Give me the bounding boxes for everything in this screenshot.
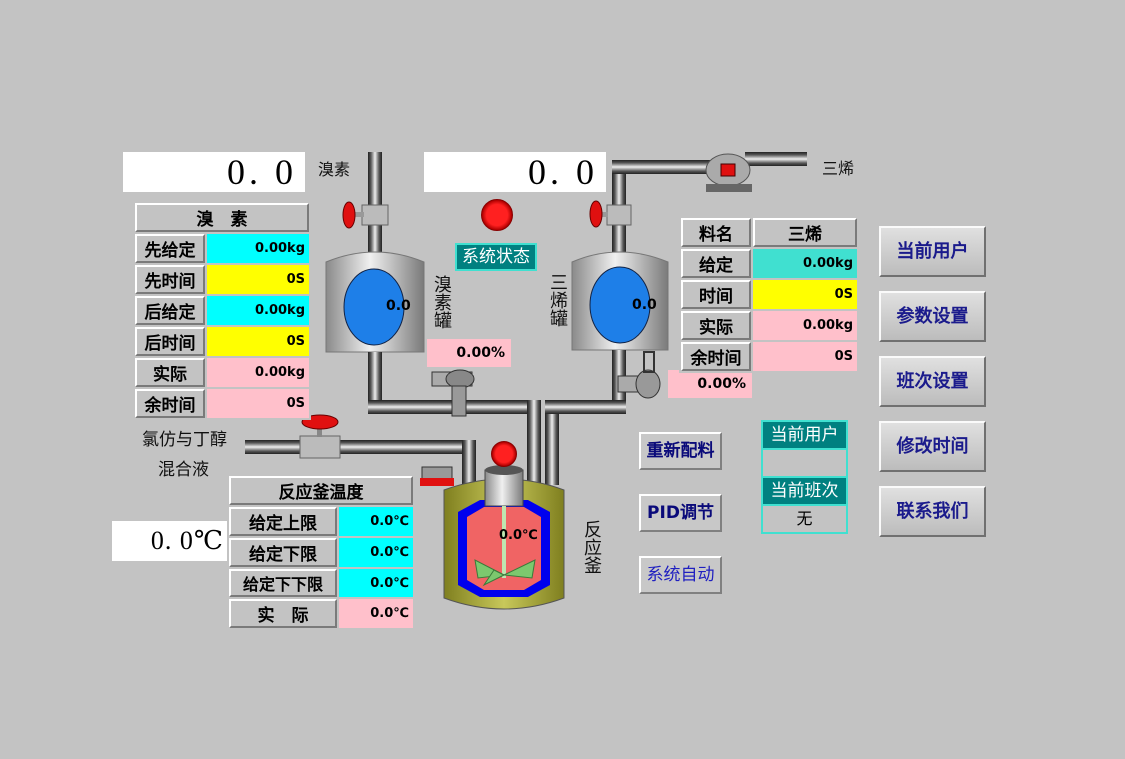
material-name-label: 料名 xyxy=(681,218,751,247)
bromine-valve-icon xyxy=(342,201,389,229)
bromine-table-title: 溴 素 xyxy=(135,203,309,232)
current-info-panel: 当前用户 当前班次 无 xyxy=(761,420,848,534)
table-row: 给定下下限 0.0℃ xyxy=(229,569,413,597)
mixture-label-line1: 氯仿与丁醇 xyxy=(142,430,227,450)
bromine-tank-level: 0.0 xyxy=(386,298,411,314)
system-status-light xyxy=(481,199,513,231)
table-row: 实际 0.00kg xyxy=(135,358,309,387)
reactor-actual-temp: 0.0℃ xyxy=(339,599,413,628)
triene-valve-icon xyxy=(589,200,632,228)
triene-pump-icon xyxy=(705,153,752,192)
row-label: 实际 xyxy=(135,358,205,387)
triene-remaining-time: 0S xyxy=(753,342,857,371)
triene-flow-percent: 0.00% xyxy=(668,370,752,398)
bromine-weight-display: 0. 0 xyxy=(123,152,305,192)
row-label: 给定 xyxy=(681,249,751,278)
temperature-sensor-icon xyxy=(420,466,454,486)
row-label: 余时间 xyxy=(681,342,751,371)
row-label: 先时间 xyxy=(135,265,205,294)
current-shift-value: 无 xyxy=(763,504,846,532)
table-row: 时间 0S xyxy=(681,280,857,309)
table-row: 先时间 0S xyxy=(135,265,309,294)
reactor-lower-limit[interactable]: 0.0℃ xyxy=(339,538,413,567)
triene-weight-display: 0. 0 xyxy=(424,152,606,192)
reactor-vessel xyxy=(443,465,565,610)
mixture-valve-icon xyxy=(299,414,341,459)
table-row: 余时间 0S xyxy=(681,342,857,371)
bromine-pipe-label: 溴素 xyxy=(318,160,351,179)
triene-tank-level: 0.0 xyxy=(632,297,657,313)
row-label: 实 际 xyxy=(229,599,337,628)
bromine-tank xyxy=(325,251,425,353)
row-label: 给定下限 xyxy=(229,538,337,567)
triene-tank-label: 三烯罐 xyxy=(547,273,568,327)
bromine-second-setpoint[interactable]: 0.00kg xyxy=(207,296,309,325)
table-header-row: 料名 三烯 xyxy=(681,218,857,247)
reactor-label: 反应釜 xyxy=(581,520,602,574)
table-row: 先给定 0.00kg xyxy=(135,234,309,263)
reactor-status-light xyxy=(491,441,517,467)
current-user-value xyxy=(763,448,846,476)
bromine-flow-percent: 0.00% xyxy=(427,339,511,367)
row-label: 余时间 xyxy=(135,389,205,418)
reactor-lower-lower-limit[interactable]: 0.0℃ xyxy=(339,569,413,597)
table-row: 后给定 0.00kg xyxy=(135,296,309,325)
table-row: 实际 0.00kg xyxy=(681,311,857,340)
menu-current-user-button[interactable]: 当前用户 xyxy=(879,226,986,277)
triene-actual: 0.00kg xyxy=(753,311,857,340)
menu-contact-us-button[interactable]: 联系我们 xyxy=(879,486,986,537)
row-label: 给定下下限 xyxy=(229,569,337,597)
triene-setpoint[interactable]: 0.00kg xyxy=(753,249,857,278)
reactor-upper-limit[interactable]: 0.0℃ xyxy=(339,507,413,536)
system-status-label: 系统状态 xyxy=(455,243,537,271)
table-row: 给定下限 0.0℃ xyxy=(229,538,413,567)
table-row: 给定上限 0.0℃ xyxy=(229,507,413,536)
triene-tank xyxy=(571,251,669,351)
menu-modify-time-button[interactable]: 修改时间 xyxy=(879,421,986,472)
reactor-temp-display: 0. 0℃ xyxy=(112,521,228,561)
table-row: 后时间 0S xyxy=(135,327,309,356)
current-shift-label: 当前班次 xyxy=(763,476,846,504)
menu-parameter-settings-button[interactable]: 参数设置 xyxy=(879,291,986,342)
bromine-actual: 0.00kg xyxy=(207,358,309,387)
triene-table: 料名 三烯 给定 0.00kg 时间 0S 实际 0.00kg 余时间 0S xyxy=(679,216,859,373)
row-label: 给定上限 xyxy=(229,507,337,536)
material-name-value: 三烯 xyxy=(753,218,857,247)
bromine-second-time[interactable]: 0S xyxy=(207,327,309,356)
system-auto-button[interactable]: 系统自动 xyxy=(639,556,722,594)
row-label: 后给定 xyxy=(135,296,205,325)
row-label: 时间 xyxy=(681,280,751,309)
table-row: 余时间 0S xyxy=(135,389,309,418)
table-row: 实 际 0.0℃ xyxy=(229,599,413,628)
mixture-label-line2: 混合液 xyxy=(158,460,209,480)
bromine-remaining-time: 0S xyxy=(207,389,309,418)
bromine-first-time[interactable]: 0S xyxy=(207,265,309,294)
table-row: 给定 0.00kg xyxy=(681,249,857,278)
row-label: 后时间 xyxy=(135,327,205,356)
menu-shift-settings-button[interactable]: 班次设置 xyxy=(879,356,986,407)
bromine-table: 溴 素 先给定 0.00kg 先时间 0S 后给定 0.00kg 后时间 0S … xyxy=(133,201,311,420)
bromine-flow-valve-icon xyxy=(431,369,475,417)
triene-time[interactable]: 0S xyxy=(753,280,857,309)
row-label: 先给定 xyxy=(135,234,205,263)
pid-button[interactable]: PID调节 xyxy=(639,494,722,532)
current-user-label: 当前用户 xyxy=(763,422,846,448)
bromine-first-setpoint[interactable]: 0.00kg xyxy=(207,234,309,263)
bromine-tank-label: 溴素罐 xyxy=(431,275,452,329)
triene-flow-valve-icon xyxy=(617,351,661,399)
triene-pipe-label: 三烯 xyxy=(822,159,855,178)
row-label: 实际 xyxy=(681,311,751,340)
rebatch-button[interactable]: 重新配料 xyxy=(639,432,722,470)
reactor-inner-temp: 0.0℃ xyxy=(499,528,538,543)
reactor-temp-table: 反应釜温度 给定上限 0.0℃ 给定下限 0.0℃ 给定下下限 0.0℃ 实 际… xyxy=(227,474,415,630)
reactor-temp-title: 反应釜温度 xyxy=(229,476,413,505)
